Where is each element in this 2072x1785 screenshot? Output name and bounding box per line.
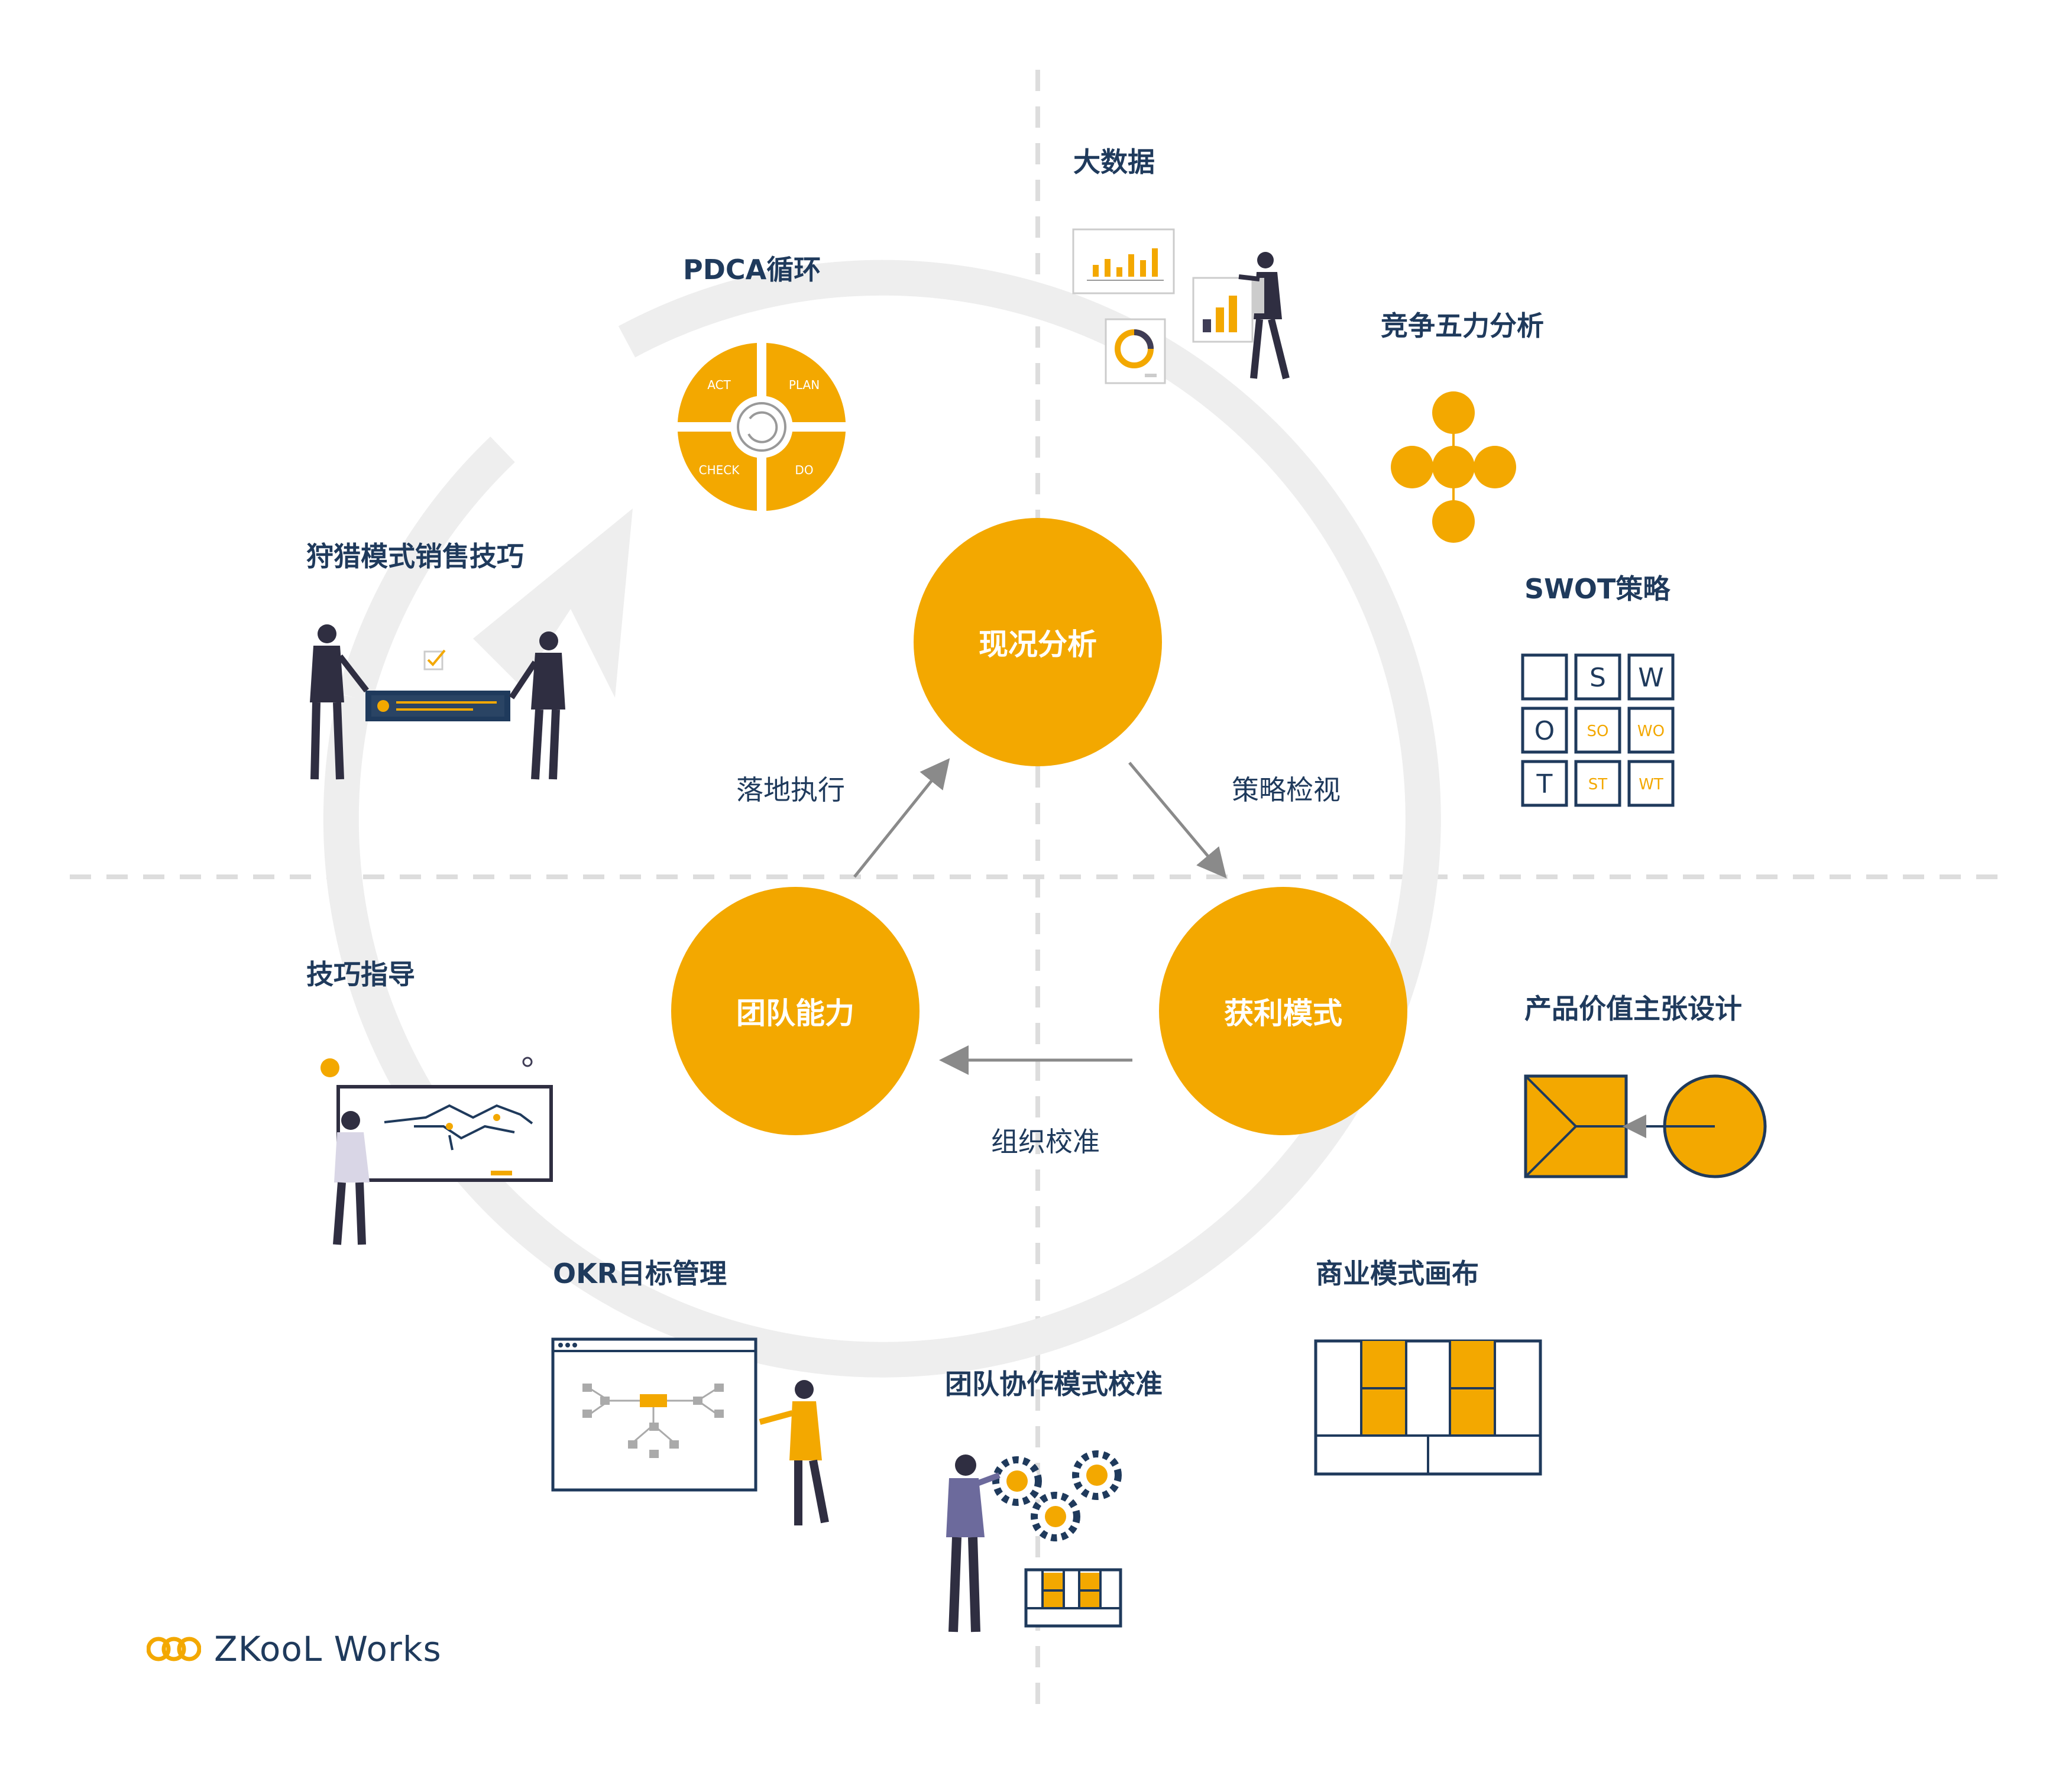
swot-cell	[1627, 760, 1675, 807]
core-profit-label: 获利模式	[1224, 996, 1342, 1031]
pdca-plan: PLAN	[789, 378, 820, 392]
arrow-execution	[853, 758, 950, 878]
pdca-wheel: ACT PLAN CHECK DO	[678, 343, 846, 511]
tool-label-hunting-sales: 狩猎模式销售技巧	[306, 540, 524, 572]
tool-label-value-prop: 产品价值主张设计	[1524, 993, 1742, 1025]
relation-execution: 落地执行	[736, 774, 845, 806]
value-prop-canvas	[1524, 1074, 1767, 1178]
swot-cell-label: O	[1534, 716, 1555, 746]
tool-label-coaching: 技巧指导	[306, 958, 415, 990]
tool-label-five-forces: 竞争五力分析	[1381, 310, 1544, 342]
five-forces-diagram	[1391, 391, 1516, 543]
relation-org-calibration: 组织校准	[991, 1126, 1100, 1158]
swot-cell-label: ST	[1588, 776, 1608, 793]
logo-icon	[147, 1637, 201, 1661]
hunting-sales-illustration	[310, 624, 565, 780]
pdca-check: CHECK	[699, 463, 740, 477]
tool-label-pdca: PDCA循环	[683, 254, 821, 286]
brand-logo: ZKooL Works	[147, 1629, 442, 1669]
swot-cell	[1521, 707, 1568, 754]
swot-cell	[1521, 653, 1568, 701]
swot-cell-label: W	[1638, 663, 1664, 693]
tool-label-team-collab: 团队协作模式校准	[945, 1368, 1163, 1400]
logo-text: ZKooL Works	[214, 1629, 442, 1669]
swot-cell-label: WT	[1639, 776, 1663, 793]
swot-cell	[1574, 653, 1621, 701]
pdca-do: DO	[795, 463, 813, 477]
core-analysis-label: 现况分析	[979, 627, 1097, 662]
swot-cell-label: S	[1589, 663, 1606, 693]
swot-cell-label: SO	[1587, 723, 1609, 740]
core-profit: 获利模式	[1159, 887, 1407, 1135]
coaching-illustration	[320, 1057, 553, 1245]
tool-label-bmc: 商业模式画布	[1316, 1258, 1479, 1290]
swot-cell	[1574, 760, 1621, 807]
tool-label-big-data: 大数据	[1073, 146, 1155, 178]
business-model-canvas	[1314, 1339, 1542, 1476]
swot-cell-label: T	[1536, 769, 1553, 799]
core-analysis: 现况分析	[914, 518, 1162, 766]
tool-label-swot: SWOT策略	[1524, 573, 1670, 605]
big-data-illustration	[1072, 228, 1290, 384]
okr-illustration	[551, 1337, 829, 1525]
pdca-act: ACT	[707, 378, 731, 392]
arrow-strategy-review	[1128, 762, 1227, 879]
cycle-arrow-head	[473, 508, 633, 698]
tool-label-okr: OKR目标管理	[553, 1258, 727, 1290]
relation-strategy-review: 策略检视	[1232, 774, 1341, 806]
cycle-ring	[323, 260, 1441, 1378]
core-team-label: 团队能力	[736, 996, 854, 1031]
swot-cell	[1627, 707, 1675, 754]
core-team: 团队能力	[671, 887, 920, 1135]
swot-cell	[1521, 760, 1568, 807]
swot-cell	[1627, 653, 1675, 701]
swot-cell	[1574, 707, 1621, 754]
team-collab-illustration	[946, 1450, 1122, 1632]
swot-cell-label: WO	[1637, 723, 1665, 740]
